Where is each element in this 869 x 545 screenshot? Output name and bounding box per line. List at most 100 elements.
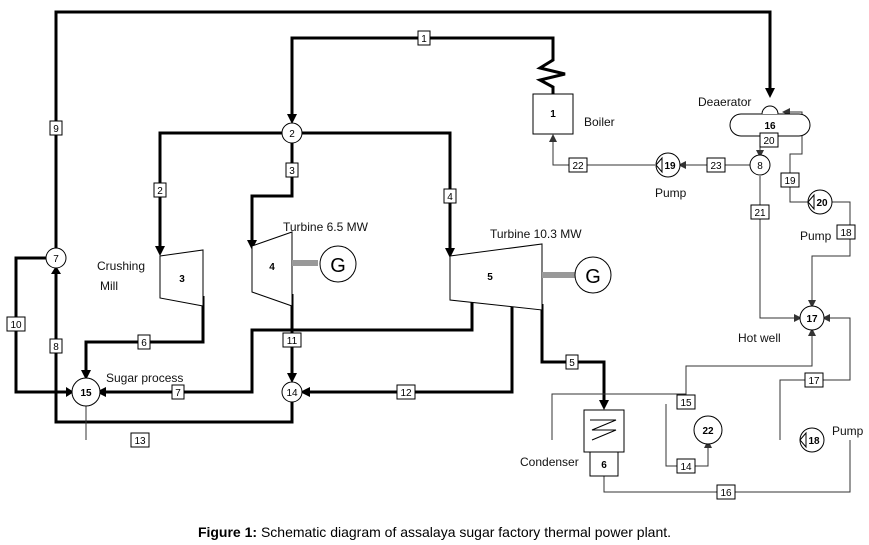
stream-tag-13: 13 [130,432,150,448]
sugar-process [71,377,101,407]
deaerator-label: Deaerator [698,95,751,109]
stream-tag-10: 10 [6,316,26,332]
pump-22 [693,415,723,445]
svg-text:17: 17 [808,376,820,387]
svg-text:5: 5 [487,272,493,283]
svg-text:3: 3 [179,274,185,285]
svg-text:1: 1 [421,34,427,45]
figure-caption: Figure 1: Schematic diagram of assalaya … [197,524,672,540]
svg-text:Pump: Pump [800,229,832,243]
boiler [532,93,574,135]
node-14 [281,381,303,403]
stream-tag-12: 12 [396,384,416,400]
line-stream-12 [306,304,514,394]
stream-tag-23: 23 [706,157,726,173]
svg-text:19: 19 [784,176,796,187]
stream-tag-1: 1 [417,30,431,46]
svg-text:18: 18 [840,228,852,239]
turbine-small-label: Turbine 6.5 MW [283,220,369,234]
stream-tag-20: 20 [759,132,779,148]
line-stream-22 [552,136,655,166]
crushing-mill [159,249,204,307]
svg-text:2: 2 [289,129,295,140]
svg-text:Hot well: Hot well [738,331,781,345]
svg-text:9: 9 [53,124,59,135]
svg-text:15: 15 [680,398,692,409]
svg-text:21: 21 [754,208,766,219]
svg-text:8: 8 [757,161,763,172]
condenser [583,409,625,453]
svg-text:8: 8 [53,342,59,353]
hot-well [799,305,825,331]
stream-tag-18: 18 [836,224,856,240]
line-stream-18 [811,201,851,306]
node-7 [45,247,67,269]
stream-tag-3: 3 [285,162,299,178]
svg-text:22: 22 [702,426,714,437]
turbine-6-5mw [251,231,293,307]
svg-text:22: 22 [572,161,584,172]
stream-tag-19: 19 [780,172,800,188]
svg-text:Crushing: Crushing [97,259,145,273]
svg-text:14: 14 [680,462,692,473]
line-stream-15 [551,330,813,440]
line-stream-19 [785,111,808,203]
svg-text:4: 4 [447,192,453,203]
line-stream-21 [759,176,800,319]
svg-text:13: 13 [134,436,146,447]
svg-text:19: 19 [664,161,676,172]
svg-text:6: 6 [601,460,607,471]
arrow-to-deaerator [765,88,775,98]
stream-tag-21: 21 [750,204,770,220]
svg-text:Condenser: Condenser [520,455,579,469]
svg-text:7: 7 [53,254,59,265]
svg-text:14: 14 [286,388,298,399]
svg-text:Pump: Pump [655,186,687,200]
svg-text:17: 17 [806,314,818,325]
stream-tag-14: 14 [676,458,696,474]
line-stream-4 [302,131,452,254]
svg-text:7: 7 [175,388,181,399]
svg-text:2: 2 [157,186,163,197]
svg-text:20: 20 [816,198,828,209]
stream-tag-7: 7 [171,384,185,400]
svg-text:16: 16 [764,121,776,132]
stream-tag-22: 22 [568,157,588,173]
line-stream-1 [290,36,566,120]
svg-text:5: 5 [569,358,575,369]
svg-text:Sugar process: Sugar process [106,371,183,385]
svg-text:15: 15 [80,388,92,399]
turbine-large-label: Turbine 10.3 MW [490,227,582,241]
svg-text:10: 10 [10,320,22,331]
generator-2 [574,256,612,294]
svg-text:6: 6 [141,338,147,349]
svg-text:3: 3 [289,166,295,177]
svg-text:1: 1 [550,109,556,120]
svg-text:12: 12 [400,388,412,399]
stream-tag-17: 17 [804,372,824,388]
stream-tag-2: 2 [153,182,167,198]
svg-text:18: 18 [808,436,820,447]
svg-text:G: G [585,266,601,288]
stream-tag-9: 9 [49,120,63,136]
stream-tag-5: 5 [565,354,579,370]
svg-text:Mill: Mill [100,279,118,293]
line-stream-17 [779,317,851,440]
svg-text:Pump: Pump [832,424,864,438]
svg-text:23: 23 [710,161,722,172]
stream-tag-8: 8 [49,338,63,354]
svg-text:4: 4 [269,262,275,273]
stream-tag-4: 4 [443,188,457,204]
line-stream-7 [102,302,474,394]
svg-text:11: 11 [287,336,298,347]
stream-tag-15: 15 [676,394,696,410]
stream-tag-6: 6 [137,334,151,350]
svg-text:20: 20 [763,136,775,147]
svg-text:G: G [330,255,346,277]
svg-text:16: 16 [720,488,732,499]
stream-tag-16: 16 [716,484,736,500]
stream-tag-11: 11 [282,332,302,348]
boiler-label: Boiler [584,115,615,129]
